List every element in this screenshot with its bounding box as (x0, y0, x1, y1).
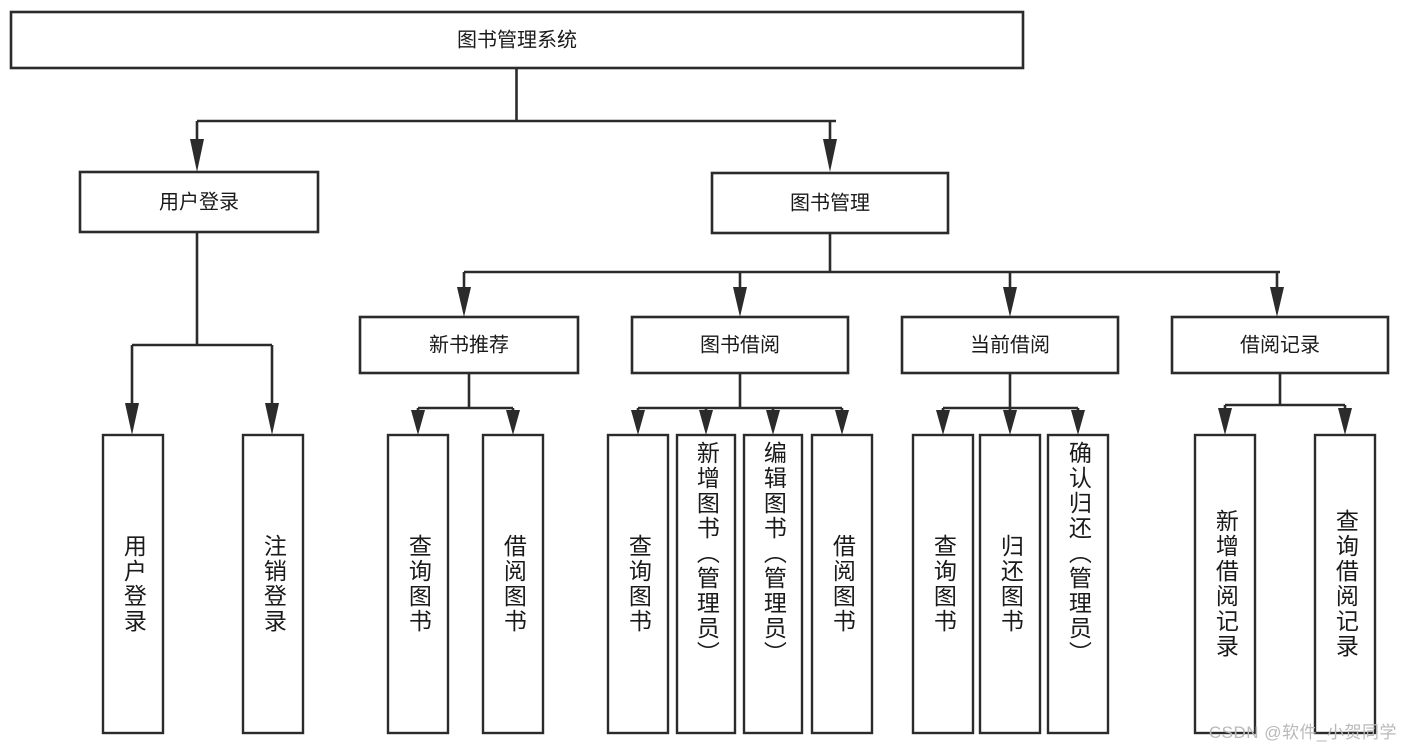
arrowhead-to-new-book (457, 287, 471, 317)
arrowhead-cb-query (936, 410, 950, 435)
leaf-logout-box[interactable] (241, 433, 305, 735)
node-book-manage-label: 图书管理 (790, 191, 870, 214)
leaf-cb-confirm-box[interactable] (1046, 433, 1110, 735)
arrowhead-leaf-logout (265, 403, 279, 435)
node-new-book-label: 新书推荐 (429, 333, 509, 356)
node-borrow-record-box[interactable] (1170, 315, 1390, 375)
arrowhead-bb-add (699, 410, 713, 435)
leaf-bb-add[interactable] (675, 433, 737, 735)
node-current-borrow-label: 当前借阅 (970, 333, 1050, 356)
node-new-book[interactable]: 新书推荐 (358, 315, 580, 375)
arrowhead-to-borrow-record (1270, 287, 1284, 317)
arrowhead-br-add (1218, 408, 1232, 435)
leaf-nb-query-box[interactable] (386, 433, 450, 735)
node-borrow-record-label: 借阅记录 (1240, 333, 1320, 356)
node-user-login-box[interactable] (78, 170, 320, 234)
leaf-bb-edit[interactable] (742, 433, 804, 735)
node-current-borrow[interactable]: 当前借阅 (900, 315, 1120, 375)
leaf-cb-query-box[interactable] (911, 433, 975, 735)
arrowhead-bb-borrow (835, 410, 849, 435)
node-user-login-label: 用户登录 (159, 190, 239, 213)
leaf-bb-borrow-box[interactable] (810, 433, 874, 735)
arrowhead-nb-query (411, 410, 425, 435)
leaf-cb-confirm[interactable] (1046, 433, 1110, 735)
leaf-bb-borrow[interactable] (810, 433, 874, 735)
node-root[interactable]: 图书管理系统 (9, 10, 1025, 70)
leaf-nb-borrow-box[interactable] (481, 433, 545, 735)
leaf-bb-edit-box[interactable] (742, 433, 804, 735)
leaf-bb-add-box[interactable] (675, 433, 737, 735)
arrowhead-cb-confirm (1071, 410, 1085, 435)
node-new-book-box[interactable] (358, 315, 580, 375)
node-book-borrow[interactable]: 图书借阅 (630, 315, 850, 375)
leaf-cb-query[interactable] (911, 433, 975, 735)
node-current-borrow-box[interactable] (900, 315, 1120, 375)
leaf-br-add[interactable] (1193, 433, 1257, 735)
node-book-borrow-box[interactable] (630, 315, 850, 375)
node-root-box[interactable] (9, 10, 1025, 70)
leaf-br-add-box[interactable] (1193, 433, 1257, 735)
leaf-br-query[interactable] (1313, 433, 1377, 735)
leaf-nb-query[interactable] (386, 433, 450, 735)
node-book-borrow-label: 图书借阅 (700, 333, 780, 356)
leaf-nb-borrow[interactable] (481, 433, 545, 735)
node-borrow-record[interactable]: 借阅记录 (1170, 315, 1390, 375)
node-user-login[interactable]: 用户登录 (78, 170, 320, 234)
leaf-bb-query[interactable] (606, 433, 670, 735)
arrowhead-br-query (1338, 408, 1352, 435)
leaf-user-login-box[interactable] (101, 433, 165, 735)
node-book-manage-box[interactable] (710, 171, 950, 235)
arrowhead-leaf-user-login (125, 403, 139, 435)
arrowhead-to-current-borrow (1003, 287, 1017, 317)
leaf-cb-return-box[interactable] (978, 433, 1042, 735)
leaf-cb-return[interactable] (978, 433, 1042, 735)
leaf-br-query-box[interactable] (1313, 433, 1377, 735)
arrowhead-bb-edit (766, 410, 780, 435)
connectors-layer (125, 68, 1352, 435)
arrowhead-nb-borrow (506, 410, 520, 435)
arrowhead-to-book-borrow (733, 287, 747, 317)
arrowhead-to-user-login (190, 139, 204, 172)
node-book-manage[interactable]: 图书管理 (710, 171, 950, 235)
leaf-logout[interactable] (241, 433, 305, 735)
arrowhead-to-book-manage (823, 139, 837, 172)
node-root-label: 图书管理系统 (457, 28, 577, 51)
arrowhead-cb-return (1003, 410, 1017, 435)
leaf-user-login[interactable] (101, 433, 165, 735)
arrowhead-bb-query (631, 410, 645, 435)
leaf-bb-query-box[interactable] (606, 433, 670, 735)
